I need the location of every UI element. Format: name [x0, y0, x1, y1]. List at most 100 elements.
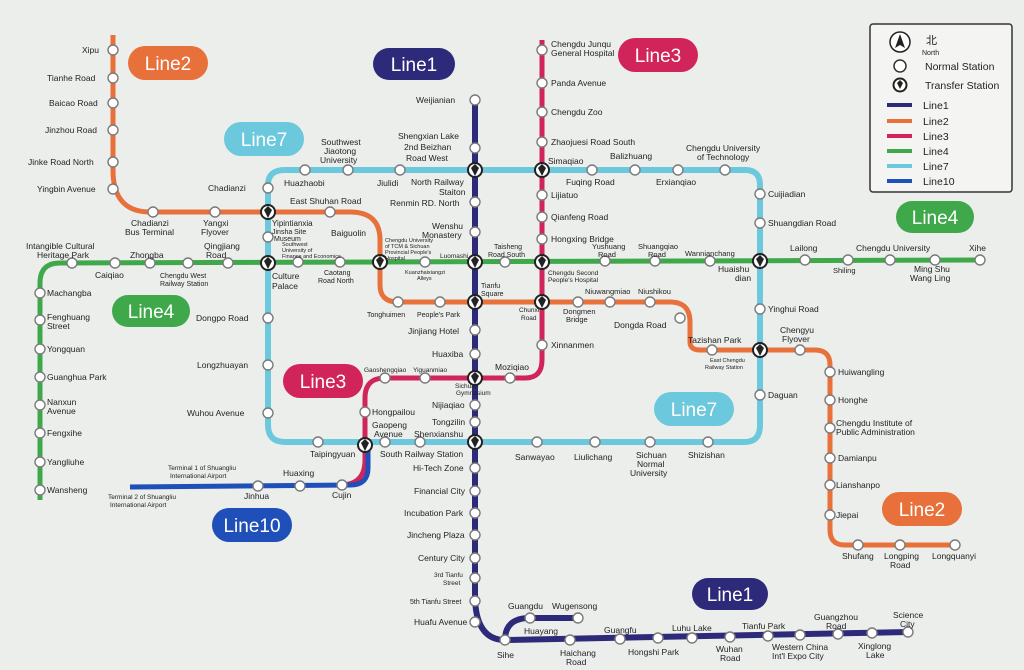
station-dot-caotang[interactable]: [334, 256, 346, 268]
station-dot-3rdtianfu[interactable]: [469, 572, 481, 584]
station-dot-zhongba[interactable]: [144, 257, 156, 269]
station-dot-weijianian[interactable]: [469, 94, 481, 106]
station-dot-l7-lower-left[interactable]: [312, 436, 324, 448]
station-dot-jinzhou[interactable]: [107, 124, 119, 136]
station-dot-lailong[interactable]: [799, 254, 811, 266]
station-dot-huiwangling[interactable]: [824, 366, 836, 378]
station-dot-sichuannormal[interactable]: [644, 436, 656, 448]
station-dot-gaoshengqiao[interactable]: [379, 372, 391, 384]
station-dot-huafu[interactable]: [469, 616, 481, 628]
station-dot-longzhuayan[interactable]: [262, 359, 274, 371]
station-dot-honghe[interactable]: [824, 394, 836, 406]
station-dot-shengxian[interactable]: [469, 142, 481, 154]
station-dot-shuangqiao[interactable]: [649, 255, 661, 267]
station-dot-mingshu[interactable]: [929, 254, 941, 266]
station-dot-tazishan[interactable]: [706, 344, 718, 356]
station-dot-cujin[interactable]: [336, 479, 348, 491]
station-dot-yangliuhe[interactable]: [34, 456, 46, 468]
station-dot-wuhou[interactable]: [262, 407, 274, 419]
station-dot-kuanzhai[interactable]: [419, 256, 431, 268]
station-dot-sihe[interactable]: [499, 634, 511, 646]
station-dot-5thtianfu[interactable]: [469, 595, 481, 607]
station-dot-tongzilin[interactable]: [469, 416, 481, 428]
station-dot-moziqiao[interactable]: [504, 372, 516, 384]
station-dot-hitech[interactable]: [469, 462, 481, 474]
station-dot-balizhuang[interactable]: [629, 164, 641, 176]
station-dot-erxianqiao[interactable]: [672, 164, 684, 176]
station-dot-daguan[interactable]: [754, 389, 766, 401]
station-dot-jinjiang[interactable]: [469, 324, 481, 336]
station-dot-junqu[interactable]: [536, 44, 548, 56]
station-dot-shizishan[interactable]: [702, 436, 714, 448]
station-dot-huayang[interactable]: [524, 612, 536, 624]
station-dot-shiling[interactable]: [842, 254, 854, 266]
station-dot-hongshi[interactable]: [652, 632, 664, 644]
station-dot-qingjiang[interactable]: [222, 257, 234, 269]
station-dot-xinglong[interactable]: [866, 627, 878, 639]
station-dot-chadianzi-bus[interactable]: [147, 206, 159, 218]
station-dot-incubation[interactable]: [469, 507, 481, 519]
station-dot-qianfeng[interactable]: [536, 211, 548, 223]
station-dot-tianhe[interactable]: [107, 72, 119, 84]
station-dot-yiguanmiao[interactable]: [419, 372, 431, 384]
station-dot-machangba[interactable]: [34, 287, 46, 299]
station-dot-wugensong[interactable]: [572, 612, 584, 624]
station-dot-swufe[interactable]: [262, 231, 274, 243]
station-dot-guangfu[interactable]: [614, 633, 626, 645]
station-dot-dongmen[interactable]: [572, 296, 584, 308]
station-dot-fenghuang[interactable]: [34, 314, 46, 326]
station-dot-yingbin[interactable]: [107, 183, 119, 195]
station-dot-jincheng[interactable]: [469, 529, 481, 541]
station-dot-yangxi[interactable]: [209, 206, 221, 218]
station-dot-wannianchang[interactable]: [704, 255, 716, 267]
station-dot-culture[interactable]: [292, 256, 304, 268]
station-dot-huaxiba[interactable]: [469, 348, 481, 360]
station-dot-yongquan[interactable]: [34, 343, 46, 355]
station-dot-chengyu[interactable]: [794, 344, 806, 356]
station-dot-jiulidi[interactable]: [394, 164, 406, 176]
station-dot-wuhan[interactable]: [724, 631, 736, 643]
station-dot-yushuang[interactable]: [599, 255, 611, 267]
station-dot-niuwangmiao[interactable]: [604, 296, 616, 308]
station-dot-shuangdian[interactable]: [754, 217, 766, 229]
station-dot-chengduuniv[interactable]: [884, 254, 896, 266]
station-dot-century[interactable]: [469, 552, 481, 564]
station-dot-guanghua[interactable]: [34, 371, 46, 383]
station-dot-xihe[interactable]: [974, 254, 986, 266]
station-dot-financial[interactable]: [469, 485, 481, 497]
station-dot-zhaojuesi[interactable]: [536, 136, 548, 148]
station-dot-chengduwest[interactable]: [182, 257, 194, 269]
station-dot-wansheng[interactable]: [34, 484, 46, 496]
station-dot-jinke[interactable]: [107, 156, 119, 168]
station-dot-baicao[interactable]: [107, 97, 119, 109]
station-dot-hongxing[interactable]: [536, 233, 548, 245]
station-dot-xipu[interactable]: [107, 44, 119, 56]
station-dot-tianfupark[interactable]: [762, 630, 774, 642]
station-dot-nijiaqiao[interactable]: [469, 399, 481, 411]
station-dot-westernchina[interactable]: [794, 629, 806, 641]
station-dot-luhu[interactable]: [686, 632, 698, 644]
station-dot-wenshu[interactable]: [469, 226, 481, 238]
station-dot-jinhua[interactable]: [252, 480, 264, 492]
station-dot-eastshuhan[interactable]: [324, 206, 336, 218]
station-dot-fuqing[interactable]: [586, 164, 598, 176]
station-dot-damianpu[interactable]: [824, 452, 836, 464]
station-dot-nanxun[interactable]: [34, 399, 46, 411]
station-dot-huazhaobi[interactable]: [299, 164, 311, 176]
station-dot-panda[interactable]: [536, 77, 548, 89]
station-dot-longquanyi[interactable]: [949, 539, 961, 551]
station-dot-xinnanmen[interactable]: [536, 339, 548, 351]
station-dot-tonghuimen[interactable]: [392, 296, 404, 308]
station-dot-cdipa[interactable]: [824, 422, 836, 434]
station-dot-cdut[interactable]: [719, 164, 731, 176]
station-dot-caiqiao[interactable]: [109, 257, 121, 269]
station-dot-haichang[interactable]: [564, 634, 576, 646]
station-dot-niushikou[interactable]: [644, 296, 656, 308]
station-dot-intangible[interactable]: [66, 257, 78, 269]
station-dot-cuijiadian[interactable]: [754, 188, 766, 200]
station-dot-longping[interactable]: [894, 539, 906, 551]
station-dot-dongpo[interactable]: [262, 312, 274, 324]
station-dot-swjtu[interactable]: [342, 164, 354, 176]
station-dot-shufang[interactable]: [852, 539, 864, 551]
station-dot-zoo[interactable]: [536, 106, 548, 118]
